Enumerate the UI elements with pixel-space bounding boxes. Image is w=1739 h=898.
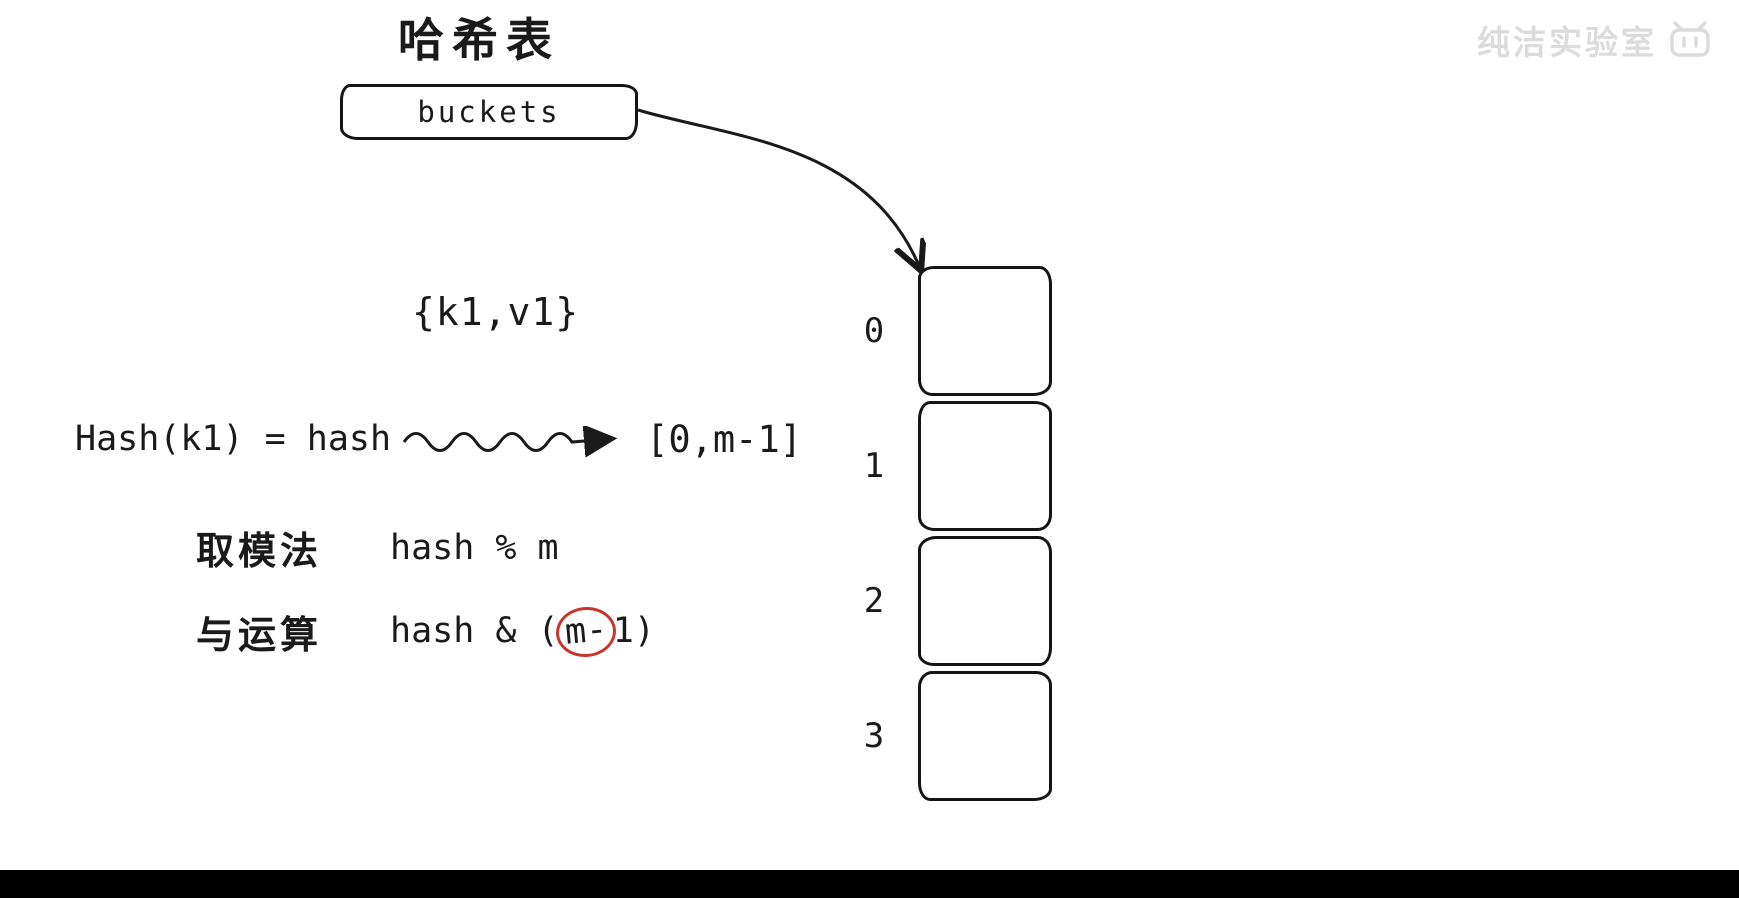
method-bitand-formula: hash & (m-1) bbox=[390, 603, 655, 660]
bucket-index-1: 1 bbox=[863, 446, 885, 486]
buckets-to-array-arrow bbox=[637, 108, 952, 286]
watermark: 纯洁实验室 bbox=[1477, 16, 1713, 64]
method-modulo-formula: hash % m bbox=[390, 527, 559, 568]
method-modulo-name: 取模法 bbox=[196, 529, 323, 573]
watermark-tv-logo-icon bbox=[1670, 21, 1710, 57]
bucket-row-0: 0 bbox=[856, 266, 1052, 396]
bitand-formula-suffix: 1) bbox=[612, 610, 655, 651]
bucket-index-3: 3 bbox=[863, 716, 885, 756]
bucket-array: 0 1 2 3 bbox=[856, 266, 1052, 801]
letterbox-bottom bbox=[0, 870, 1739, 898]
page-title: 哈希表 bbox=[398, 13, 560, 67]
bucket-cell-3 bbox=[918, 671, 1052, 801]
method-modulo-row: 取模法 hash % m bbox=[196, 520, 559, 575]
method-bitand-row: 与运算 hash & (m-1) bbox=[196, 603, 655, 660]
hash-formula-lhs: Hash(k1) = hash bbox=[75, 419, 392, 459]
hash-range: [0,m-1] bbox=[646, 417, 803, 461]
bucket-cell-0 bbox=[918, 266, 1052, 396]
bucket-cell-2 bbox=[918, 536, 1052, 666]
bucket-index-0: 0 bbox=[863, 311, 885, 351]
wavy-arrow bbox=[402, 416, 636, 462]
bucket-row-1: 1 bbox=[856, 401, 1052, 531]
bitand-formula-prefix: hash & ( bbox=[390, 610, 559, 651]
hash-formula-row: Hash(k1) = hash [0,m-1] bbox=[75, 416, 802, 462]
buckets-label: buckets bbox=[417, 95, 561, 129]
bucket-row-2: 2 bbox=[856, 536, 1052, 666]
bucket-cell-1 bbox=[918, 401, 1052, 531]
watermark-text: 纯洁实验室 bbox=[1477, 23, 1657, 62]
bucket-row-3: 3 bbox=[856, 671, 1052, 801]
method-bitand-name: 与运算 bbox=[196, 613, 323, 657]
kv-pair-text: {k1,v1} bbox=[412, 290, 580, 334]
bucket-index-2: 2 bbox=[863, 581, 885, 621]
red-circle-annotation: m- bbox=[553, 603, 618, 660]
buckets-box: buckets bbox=[340, 84, 638, 140]
